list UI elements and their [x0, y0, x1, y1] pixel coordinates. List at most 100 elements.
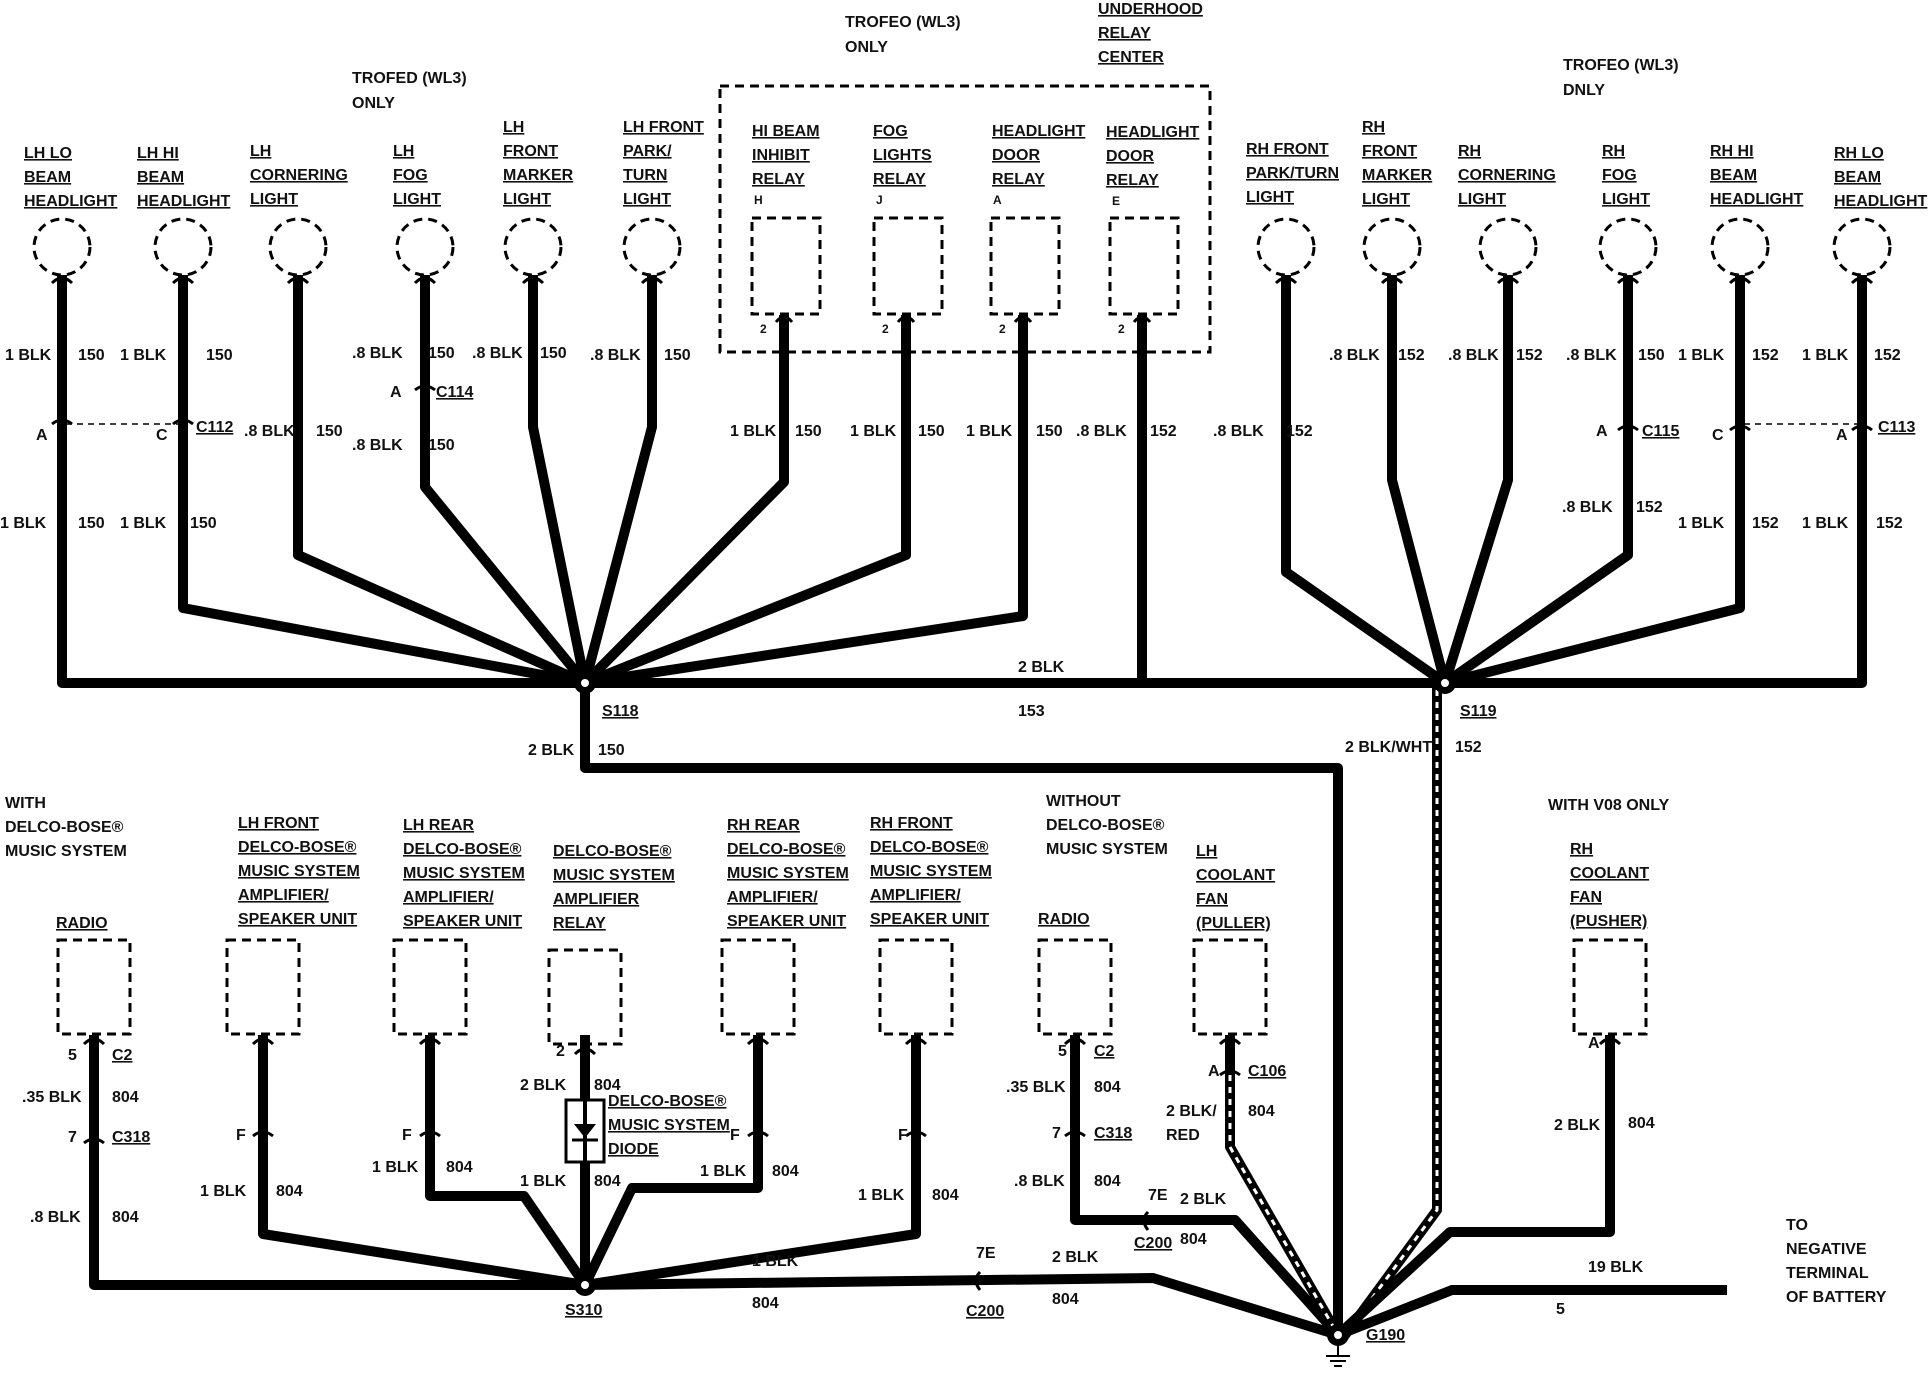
top-wire-label-43: 1 BLK: [1802, 515, 1849, 532]
pin-headlight-door-relay-a: A: [993, 193, 1002, 207]
relay-pin-headlight-door-relay-e: 2: [1118, 322, 1125, 336]
underhood-relay-center-box: [718, 84, 1212, 354]
label-rh-front-bose-line5: SPEAKER UNIT: [870, 911, 989, 928]
bottom-wire-label-31: 804: [1052, 1291, 1079, 1308]
header-trofeo-center-line1: TROFEO (WL3): [845, 14, 961, 31]
bottom-connectors: [83, 1069, 1241, 1291]
component-lh-front-marker: [503, 217, 563, 277]
wire-152-to-g190: [1338, 678, 1442, 1342]
component-fog-lights-relay: [872, 216, 944, 316]
top-wire-label-22: 152: [1150, 423, 1177, 440]
s118-dot-center: [581, 679, 589, 687]
label-lh-rear-bose-line4: AMPLIFIER/: [403, 889, 494, 906]
label-lh-front-bose-line3: MUSIC SYSTEM: [238, 863, 360, 880]
top-wire-label-30: 150: [1638, 347, 1665, 364]
wire-lh-front-marker: [528, 275, 591, 689]
pin-headlight-door-relay-e: E: [1112, 194, 1120, 208]
label-headlight-door-relay-a-line2: DOOR: [992, 147, 1040, 164]
with-v08-header: WITH V08 ONLY: [1548, 797, 1670, 814]
c106-mark: [1219, 1069, 1241, 1077]
top-wire-label-39: .8 BLK: [1562, 499, 1613, 516]
c113-label: C113: [1878, 419, 1915, 436]
header-trofeo-lh: TROFED (WL3) ONLY: [352, 70, 467, 112]
wire-lh-rear-bose: [425, 1035, 592, 1292]
wire-rh-front-marker: [1387, 275, 1452, 690]
bottom-wire-label-3: .35 BLK: [22, 1089, 82, 1106]
bottom-wire-label-9: F: [236, 1127, 246, 1144]
c200-mark-2: [974, 1270, 982, 1291]
bottom-wire-label-24: 1 BLK: [858, 1187, 905, 1204]
label-rh-front-marker-line4: LIGHT: [1362, 191, 1410, 208]
top-wire-label-29: .8 BLK: [1566, 347, 1617, 364]
bottom-wire-label-36: 7: [1052, 1125, 1061, 1142]
battery-line3: TERMINAL: [1786, 1265, 1869, 1282]
label-rh-front-park-line3: LIGHT: [1246, 189, 1294, 206]
label-rh-front-bose-line1: RH FRONT: [870, 815, 953, 832]
label-lh-front-marker-line2: FRONT: [503, 143, 558, 160]
label-lh-front-bose-line4: AMPLIFIER/: [238, 887, 329, 904]
label-rh-lo-beam-line3: HEADLIGHT: [1834, 193, 1928, 210]
bottom-wire-label-19: 804: [594, 1173, 621, 1190]
bottom-wire-label-51: 804: [1628, 1115, 1655, 1132]
top-wire-label-33: 1 BLK: [1802, 347, 1849, 364]
top-wires: [57, 275, 1867, 1342]
label-lh-coolant-fan-line1: LH: [1196, 843, 1217, 860]
label-rh-fog-line2: FOG: [1602, 167, 1637, 184]
wire-lh-front-bose: [258, 1035, 591, 1291]
component-rh-fog: [1598, 217, 1658, 277]
splice-labels: S118 S119 2 BLK 153 2 BLK 150 2 BLK/WHT …: [528, 659, 1497, 759]
bottom-wire-label-17: 804: [594, 1077, 621, 1094]
label-lh-front-marker-line3: MARKER: [503, 167, 574, 184]
bottom-wire-label-16: 2 BLK: [520, 1077, 567, 1094]
without-bose-line2: DELCO-BOSE®: [1046, 817, 1165, 834]
label-headlight-door-relay-a-line3: RELAY: [992, 171, 1045, 188]
label-lh-front-park-line2: PARK/: [623, 143, 672, 160]
component-rh-rear-bose: [720, 938, 796, 1036]
label-rh-hi-beam-line3: HEADLIGHT: [1710, 191, 1804, 208]
wire-headlight-door-relay-a: [579, 315, 1028, 689]
top-wire-label-18: 150: [918, 423, 945, 440]
top-wire-label-16: 150: [795, 423, 822, 440]
wire-radio-1: [89, 1035, 590, 1290]
header-trofeo-rh: TROFEO (WL3) DNLY: [1563, 57, 1679, 99]
s119-drop-gauge: 2 BLK/WHT: [1345, 739, 1432, 756]
c115-label: C115: [1642, 423, 1679, 440]
bottom-wire-label-48: 804: [1248, 1103, 1275, 1120]
label-rh-cornering-line1: RH: [1458, 143, 1481, 160]
bottom-component-shapes: [56, 938, 1648, 1056]
with-bose-line1: WITH: [5, 795, 46, 812]
label-lh-cornering-line1: LH: [250, 143, 271, 160]
label-bose-relay-line4: RELAY: [553, 915, 606, 932]
battery-line2: NEGATIVE: [1786, 1241, 1867, 1258]
f-mark-rh-rear: [747, 1130, 769, 1138]
header-underhood-line1: UNDERHOOD: [1098, 1, 1203, 18]
wire-rh-rear-bose: [578, 1035, 763, 1292]
c113-pin-a: A: [1836, 427, 1848, 444]
c114-label: C114: [436, 384, 473, 401]
label-lh-front-marker-line4: LIGHT: [503, 191, 551, 208]
label-hi-beam-inhibit-line1: HI BEAM: [752, 123, 820, 140]
bottom-wire-label-12: F: [402, 1127, 412, 1144]
bottom-wire-label-15: 2: [556, 1043, 565, 1060]
label-lh-rear-bose-line3: MUSIC SYSTEM: [403, 865, 525, 882]
bottom-wire-label-49: A: [1588, 1035, 1600, 1052]
label-headlight-door-relay-e-line1: HEADLIGHT: [1106, 124, 1200, 141]
g190-label: G190: [1366, 1327, 1405, 1344]
wire-lh-front-park: [578, 275, 657, 690]
battery-line1: TO: [1786, 1217, 1808, 1234]
top-wire-label-9: .8 BLK: [590, 347, 641, 364]
top-connectors: [51, 384, 1873, 432]
s118-label: S118: [602, 703, 639, 720]
top-wire-label-11: .8 BLK: [352, 437, 403, 454]
pin-fog-lights-relay: J: [876, 193, 883, 207]
top-wire-label-28: 152: [1516, 347, 1543, 364]
bottom-wire-label-38: .8 BLK: [1014, 1173, 1065, 1190]
connector-mark-c112-c: [172, 418, 194, 426]
header-trofeo-rh-line1: TROFEO (WL3): [1563, 57, 1679, 74]
label-lh-coolant-fan-line4: (PULLER): [1196, 915, 1271, 932]
top-wire-label-23: .8 BLK: [1213, 423, 1264, 440]
s119-drop-circuit: 152: [1455, 739, 1482, 756]
label-lh-lo-beam-line1: LH LO: [24, 145, 72, 162]
bottom-wire-label-52: 19 BLK: [1588, 1259, 1644, 1276]
bottom-wire-label-27: 804: [752, 1295, 779, 1312]
